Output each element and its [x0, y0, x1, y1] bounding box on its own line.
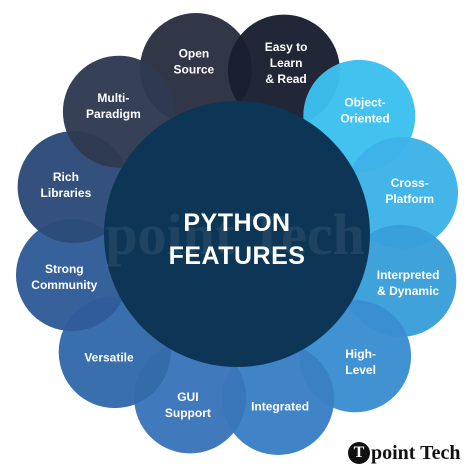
feature-label: & Read	[265, 72, 306, 86]
feature-petal	[16, 219, 128, 332]
center-circle	[104, 101, 370, 367]
watermark-text: point Tech	[105, 202, 365, 267]
feature-label: Object-	[344, 95, 385, 109]
feature-label: Learn	[270, 56, 303, 70]
feature-label: Community	[31, 278, 97, 292]
feature-label: Versatile	[84, 351, 134, 365]
feature-label: Open	[179, 46, 210, 60]
feature-label: Support	[165, 406, 211, 420]
feature-label: Cross-	[391, 176, 429, 190]
feature-label: & Dynamic	[377, 284, 439, 298]
feature-label: Multi-	[97, 91, 129, 105]
feature-label: GUI	[177, 390, 198, 404]
feature-label: Source	[174, 62, 215, 76]
feature-label: Interpreted	[377, 268, 440, 282]
feature-label: Easy to	[265, 40, 308, 54]
feature-label: Rich	[53, 170, 79, 184]
center-title-line-1: PYTHON	[183, 209, 290, 237]
feature-label: Paradigm	[86, 107, 141, 121]
feature-label: Level	[345, 363, 376, 377]
logo-text: point Tech	[371, 441, 461, 464]
feature-petal	[346, 136, 458, 249]
feature-label: Libraries	[41, 186, 92, 200]
feature-label: Strong	[45, 262, 84, 276]
feature-label: Integrated	[251, 400, 309, 414]
feature-petal	[222, 343, 335, 455]
feature-label: Platform	[385, 192, 434, 206]
feature-label: High-	[345, 347, 376, 361]
feature-label: Oriented	[340, 111, 389, 125]
center-title-line-2: FEATURES	[169, 242, 306, 270]
tpoint-tech-logo: T point Tech	[348, 438, 460, 468]
logo-badge: T	[348, 442, 370, 464]
